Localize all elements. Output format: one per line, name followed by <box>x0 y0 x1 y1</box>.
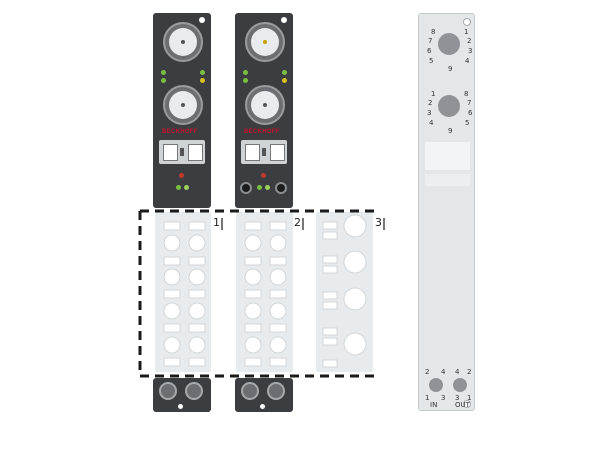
io-module-2: BECKHOFF <box>235 13 293 208</box>
rotary-switch <box>270 144 285 161</box>
status-led <box>261 173 266 178</box>
slot-number-3: 3 <box>375 216 382 229</box>
pin-label: 3 <box>441 394 446 402</box>
pin-label: 5 <box>465 119 470 127</box>
brand-logo: BECKHOFF <box>244 129 280 135</box>
pin-label: 6 <box>427 47 432 55</box>
pin-label: 4 <box>429 119 434 127</box>
connector-pinout-middle <box>438 95 460 117</box>
pin-label: 1 <box>431 90 436 98</box>
mounting-hole-icon <box>463 18 471 26</box>
io-module-2-bottom <box>235 378 293 412</box>
status-led-green <box>243 70 248 75</box>
status-led-green <box>265 185 270 190</box>
status-led-green <box>282 70 287 75</box>
in-label: IN <box>430 401 438 409</box>
pin-label: 4 <box>465 57 470 65</box>
m8-connector <box>267 382 285 400</box>
status-led-yellow <box>282 78 287 83</box>
status-led-yellow <box>200 78 205 83</box>
rotary-switch <box>188 144 203 161</box>
pin-label: 4 <box>441 368 446 376</box>
status-led-green <box>257 185 262 190</box>
pin-label: 2 <box>467 368 472 376</box>
pin-label: 7 <box>467 99 472 107</box>
pin-label: 2 <box>467 37 472 45</box>
pin-label: 5 <box>429 57 434 65</box>
mounting-hole-icon <box>199 17 205 23</box>
mounting-hole-icon <box>463 400 471 408</box>
status-led-green <box>200 70 205 75</box>
pin-label: 1 <box>464 28 469 36</box>
m8-pinout-out <box>453 378 467 392</box>
power-socket <box>240 182 252 194</box>
mounting-hole-icon <box>178 404 183 409</box>
out-label: OUT <box>455 401 470 409</box>
slot-number-1: 1 <box>213 216 220 229</box>
pin-label: 8 <box>464 90 469 98</box>
pin-label: 3 <box>455 394 460 402</box>
status-led <box>179 173 184 178</box>
pin-label: 4 <box>455 368 460 376</box>
m8-pinout-in <box>429 378 443 392</box>
pin-label: 2 <box>428 99 433 107</box>
rotary-switch <box>245 144 260 161</box>
address-switch-area <box>425 142 470 170</box>
side-view-module <box>418 13 475 411</box>
io-module-1-bottom <box>153 378 211 412</box>
rotary-switch <box>163 144 178 161</box>
mounting-hole-icon <box>260 404 265 409</box>
pin-label: 1 <box>467 394 472 402</box>
m8-connector <box>185 382 203 400</box>
m8-connector <box>159 382 177 400</box>
pin-label: 9 <box>448 127 453 135</box>
status-led-green <box>176 185 181 190</box>
status-led-green <box>243 78 248 83</box>
dashed-expansion-frame <box>138 209 380 378</box>
power-socket <box>275 182 287 194</box>
io-module-1: BECKHOFF <box>153 13 211 208</box>
pin-label: 3 <box>427 109 432 117</box>
status-led-green <box>161 78 166 83</box>
pin-label: 6 <box>468 109 473 117</box>
pin-label: 2 <box>425 368 430 376</box>
connector-pinout-upper <box>438 33 460 55</box>
status-led-green <box>184 185 189 190</box>
m8-connector <box>241 382 259 400</box>
pin-label: 1 <box>425 394 430 402</box>
pin-label: 7 <box>428 37 433 45</box>
pin-label: 9 <box>448 65 453 73</box>
brand-logo: BECKHOFF <box>162 129 198 135</box>
pin-label: 3 <box>468 47 473 55</box>
mounting-hole-icon <box>281 17 287 23</box>
status-led-green <box>161 70 166 75</box>
slot-number-2: 2 <box>294 216 301 229</box>
pin-label: 8 <box>431 28 436 36</box>
